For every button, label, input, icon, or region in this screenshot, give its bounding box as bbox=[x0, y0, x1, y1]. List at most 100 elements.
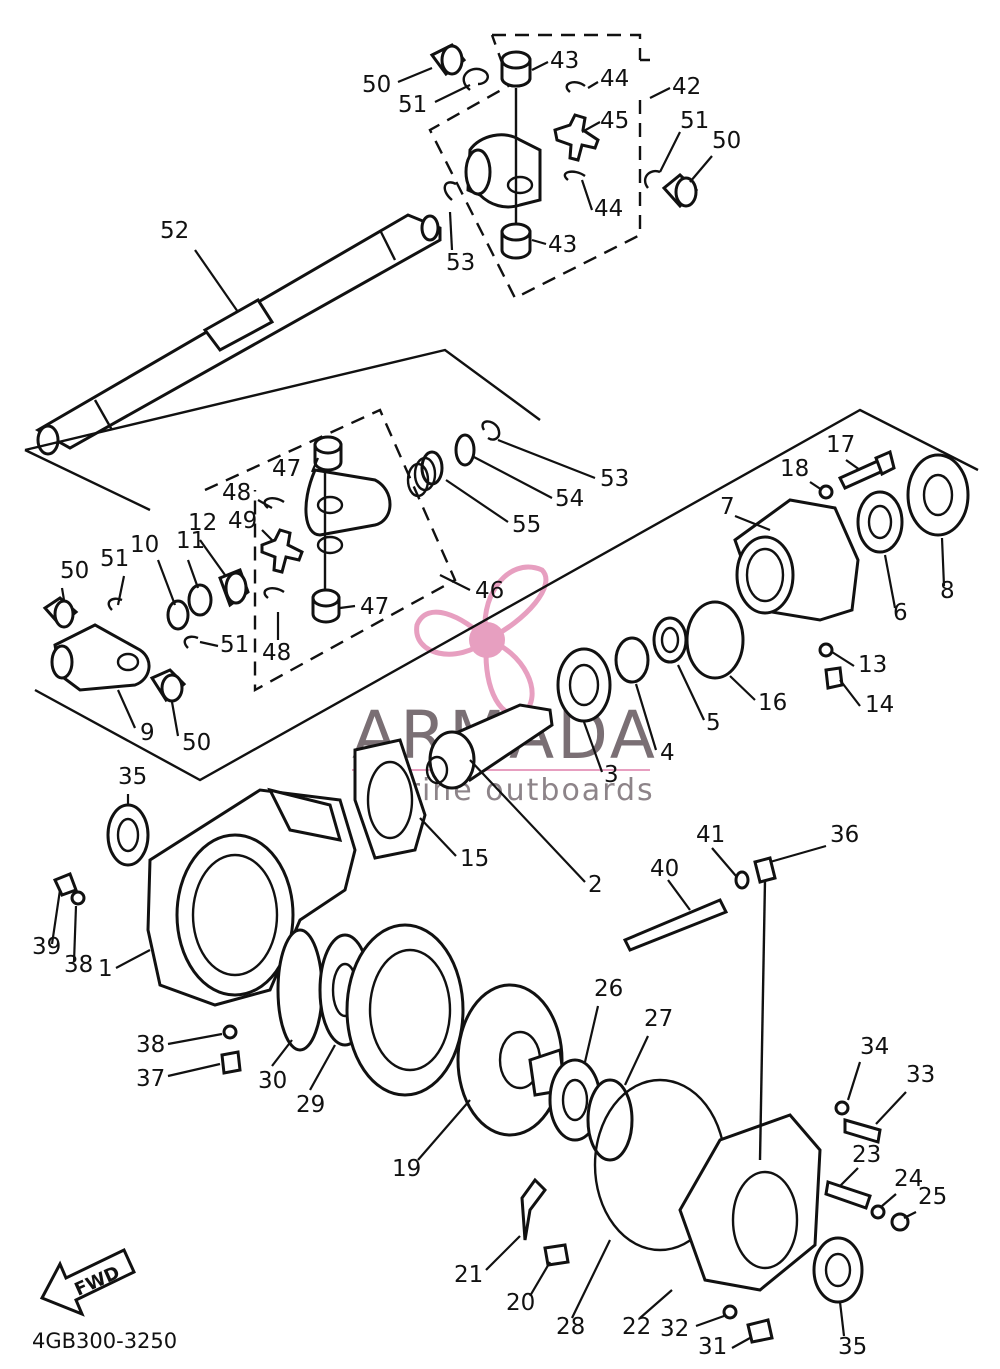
callout-leader bbox=[903, 1211, 917, 1219]
callout-leader bbox=[838, 1301, 846, 1337]
callout-label: 13 bbox=[858, 652, 887, 678]
callout-leader bbox=[271, 1039, 293, 1067]
diagram-code: 4GB300-3250 bbox=[32, 1329, 177, 1353]
callout-c51a: 51 bbox=[398, 84, 471, 118]
callout-label: 41 bbox=[696, 822, 725, 848]
callout-label: 8 bbox=[940, 578, 955, 604]
callout-c36: 36 bbox=[769, 822, 859, 864]
callout-leader bbox=[469, 759, 586, 883]
callout-c22: 22 bbox=[622, 1289, 673, 1340]
callout-label: 1 bbox=[98, 956, 113, 982]
callout-c53b: 53 bbox=[497, 438, 629, 492]
yoke-icon bbox=[304, 465, 392, 595]
callout-c55: 55 bbox=[445, 479, 541, 538]
callout-c7: 7 bbox=[720, 494, 771, 532]
universal-joint-group-middle bbox=[204, 408, 457, 693]
callout-label: 38 bbox=[64, 952, 93, 978]
callout-label: 3 bbox=[604, 762, 619, 788]
callout-c2: 2 bbox=[469, 759, 603, 898]
callout-label: 51 bbox=[680, 108, 709, 134]
fwd-arrow-icon: FWD bbox=[39, 1247, 136, 1317]
bracket-icon bbox=[520, 1177, 547, 1241]
callout-label: 51 bbox=[398, 92, 427, 118]
callout-label: 32 bbox=[660, 1316, 689, 1342]
callout-label: 54 bbox=[555, 486, 584, 512]
callout-label: 21 bbox=[454, 1262, 483, 1288]
callout-leader bbox=[257, 499, 273, 509]
callout-c29: 29 bbox=[296, 1044, 336, 1118]
callout-label: 22 bbox=[622, 1314, 651, 1340]
callout-leader bbox=[485, 1235, 521, 1271]
callout-leader bbox=[531, 61, 549, 71]
callout-label: 39 bbox=[32, 934, 61, 960]
callout-label: 35 bbox=[838, 1334, 867, 1360]
callout-leader bbox=[809, 481, 823, 491]
callout-leader bbox=[711, 847, 737, 877]
callout-label: 5 bbox=[706, 710, 721, 736]
o-ring-icon bbox=[166, 599, 190, 631]
bearing-cup-icon bbox=[313, 435, 343, 472]
callout-leader bbox=[50, 889, 62, 945]
callout-leader bbox=[883, 554, 897, 609]
circlip-icon bbox=[643, 169, 661, 189]
callout-leader bbox=[634, 683, 658, 751]
callout-c25: 25 bbox=[903, 1184, 947, 1219]
callout-leader bbox=[397, 66, 433, 84]
bolt-icon bbox=[824, 666, 844, 690]
callout-leader bbox=[309, 1044, 336, 1091]
callout-label: 51 bbox=[220, 632, 249, 658]
callout-c4: 4 bbox=[634, 683, 675, 766]
callout-c50c: 50 bbox=[60, 558, 89, 601]
callout-label: 48 bbox=[262, 640, 291, 666]
callout-leader bbox=[940, 537, 946, 587]
bearing-cup-icon bbox=[311, 588, 341, 624]
washer-icon bbox=[870, 1204, 886, 1220]
callout-c39: 39 bbox=[32, 889, 62, 960]
callout-leader bbox=[845, 459, 861, 471]
callout-c42: 42 bbox=[649, 74, 701, 100]
callout-c21: 21 bbox=[454, 1235, 521, 1288]
callout-label: 7 bbox=[720, 494, 735, 520]
circlip-icon bbox=[263, 497, 285, 599]
callout-c31: 31 bbox=[698, 1334, 751, 1360]
callout-leader bbox=[582, 721, 604, 773]
callout-label: 31 bbox=[698, 1334, 727, 1360]
bearing-cup-icon bbox=[42, 596, 79, 629]
callout-leader bbox=[116, 689, 137, 729]
callout-leader bbox=[839, 1167, 859, 1187]
callout-label: 50 bbox=[60, 558, 89, 584]
callout-c43a: 43 bbox=[531, 48, 579, 74]
shim-icon bbox=[685, 600, 745, 680]
bolt-icon bbox=[52, 872, 78, 897]
callout-leader bbox=[60, 587, 66, 601]
gasket-icon bbox=[353, 738, 427, 860]
callout-c16: 16 bbox=[729, 675, 787, 716]
callout-label: 35 bbox=[118, 764, 147, 790]
callout-c35a: 35 bbox=[118, 764, 147, 806]
bolt-icon bbox=[843, 1118, 882, 1144]
universal-joint-group-top bbox=[428, 33, 699, 300]
callout-c47b: 47 bbox=[339, 594, 389, 620]
callout-c6: 6 bbox=[883, 554, 908, 626]
bearing-cup-icon bbox=[149, 668, 187, 703]
callout-c38b: 38 bbox=[136, 1032, 223, 1058]
callout-c37: 37 bbox=[136, 1062, 221, 1092]
callout-leader bbox=[689, 155, 713, 183]
callout-c48a: 48 bbox=[222, 480, 273, 509]
callout-c12: 12 bbox=[188, 510, 226, 576]
callout-leader bbox=[310, 457, 320, 473]
callout-label: 33 bbox=[906, 1062, 935, 1088]
callout-leader bbox=[677, 664, 705, 721]
ring-icon bbox=[454, 433, 476, 467]
ring-gear-icon bbox=[345, 923, 465, 1097]
callout-label: 37 bbox=[136, 1066, 165, 1092]
callout-leader bbox=[571, 1239, 611, 1319]
callout-label: 28 bbox=[556, 1314, 585, 1340]
callout-leader bbox=[445, 479, 509, 523]
callout-label: 27 bbox=[644, 1006, 673, 1032]
bearing-cup-icon bbox=[500, 50, 532, 88]
oil-seal-icon bbox=[812, 1236, 864, 1304]
drive-shaft-icon bbox=[34, 213, 442, 456]
callout-label: 50 bbox=[182, 730, 211, 756]
callout-leader bbox=[639, 1289, 673, 1319]
